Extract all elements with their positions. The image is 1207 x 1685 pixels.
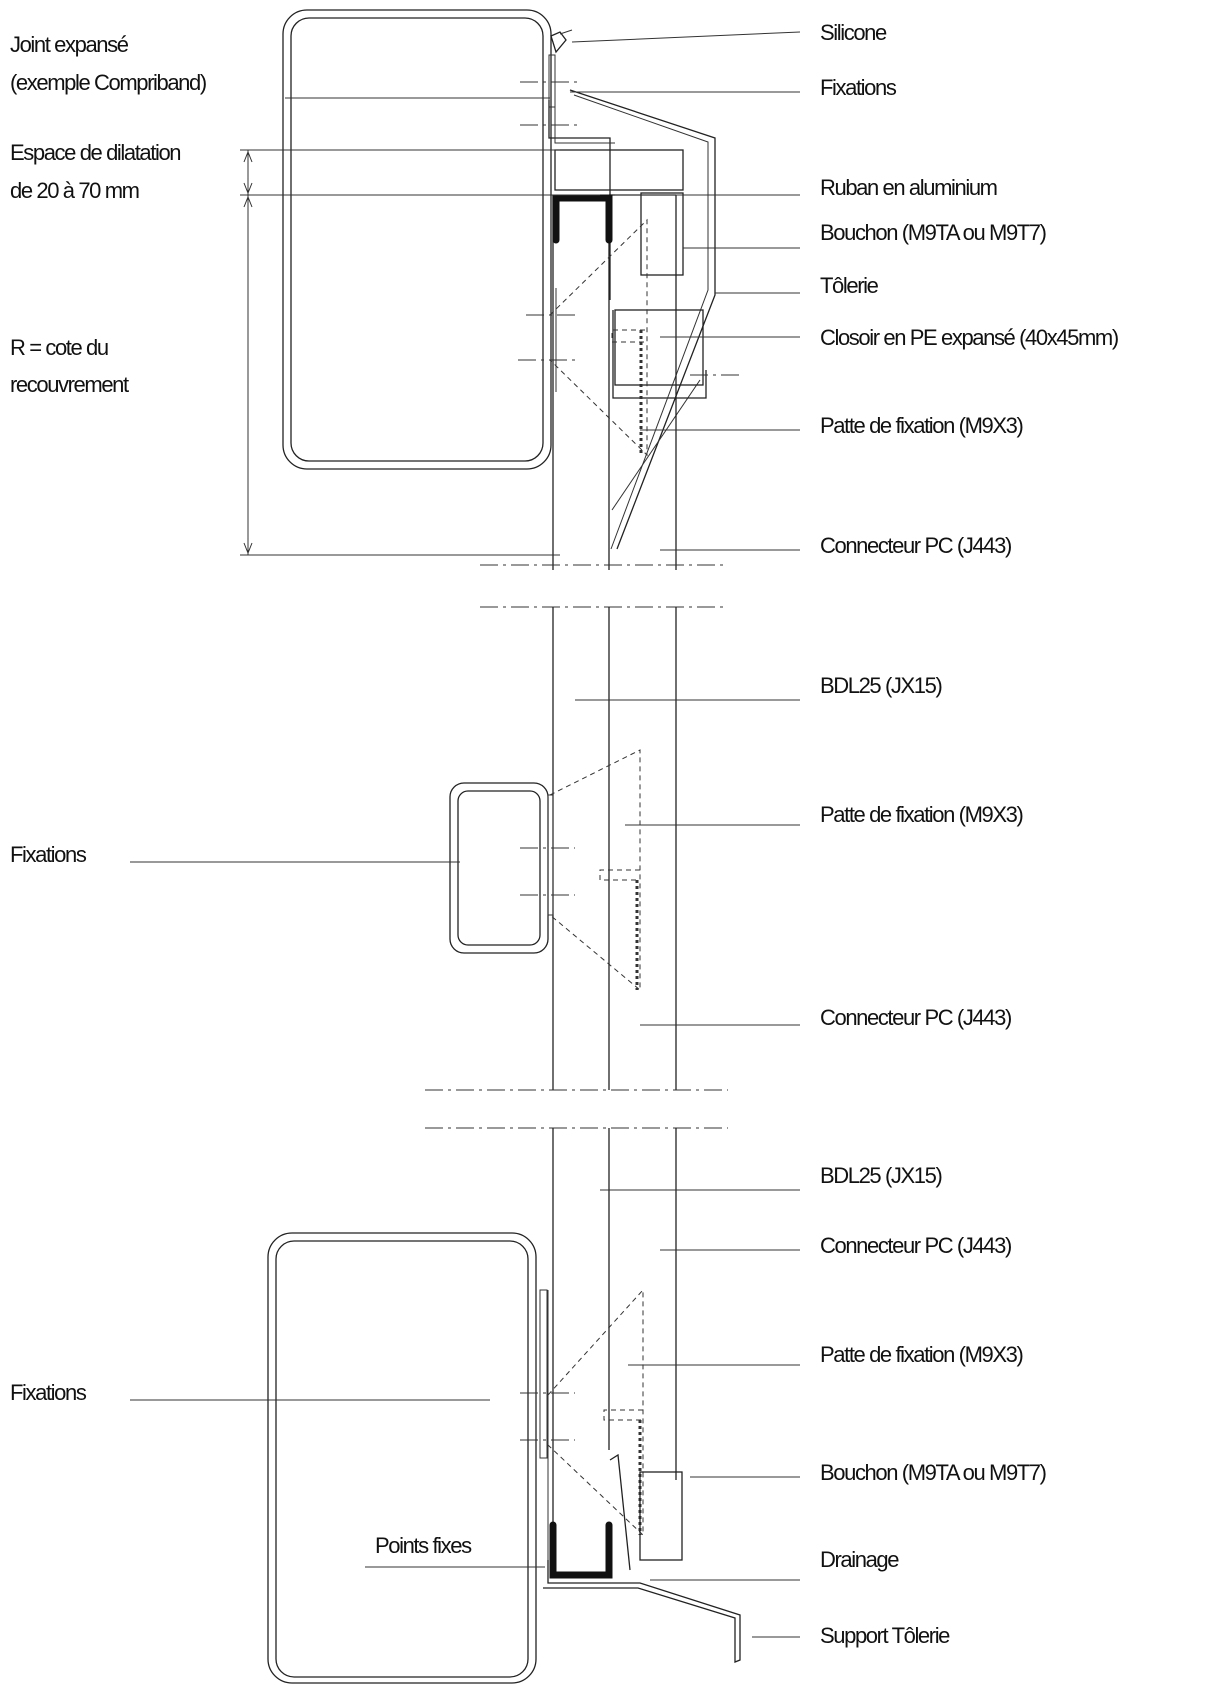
label-bdl-mid: BDL25 (JX15)	[820, 673, 941, 698]
label-r-cote: R = cote du	[10, 335, 108, 360]
upper-profile-outer	[282, 9, 552, 470]
silicone-bead	[550, 31, 567, 54]
u-channel-bottom	[549, 1521, 613, 1579]
label-closoir: Closoir en PE expansé (40x45mm)	[820, 325, 1118, 350]
top-section	[282, 9, 740, 570]
support-tolerie	[543, 1560, 741, 1663]
label-silicone: Silicone	[820, 20, 887, 45]
mid-joint-plate	[547, 794, 554, 916]
flashing-vertical-2	[554, 100, 615, 144]
patte-bottom-tab	[603, 1409, 643, 1421]
label-bouchon-top: Bouchon (M9TA ou M9T7)	[820, 220, 1046, 245]
label-connecteur-bottom: Connecteur PC (J443)	[820, 1233, 1011, 1258]
label-espace-range: de 20 à 70 mm	[10, 178, 139, 203]
label-connecteur-mid: Connecteur PC (J443)	[820, 1005, 1011, 1030]
closoir-tray	[612, 310, 707, 399]
label-drainage: Drainage	[820, 1547, 899, 1572]
patte-bottom	[547, 1288, 644, 1537]
label-patte-mid: Patte de fixation (M9X3)	[820, 802, 1022, 827]
label-fixations-top: Fixations	[820, 75, 897, 100]
label-ruban: Ruban en aluminium	[820, 175, 997, 200]
silicone-leader-stub	[559, 29, 573, 35]
label-points-fixes: Points fixes	[375, 1533, 472, 1558]
label-r-recouvrement: recouvrement	[10, 372, 129, 397]
patte-top-tab	[611, 329, 645, 343]
tolerie-sheet	[569, 89, 716, 550]
u-channel	[552, 194, 613, 244]
label-patte-top: Patte de fixation (M9X3)	[820, 413, 1022, 438]
label-patte-bottom: Patte de fixation (M9X3)	[820, 1342, 1022, 1367]
label-joint-example: (exemple Compriband)	[10, 70, 206, 95]
label-support-tolerie: Support Tôlerie	[820, 1623, 950, 1648]
label-bdl-bottom: BDL25 (JX15)	[820, 1163, 941, 1188]
labels: Joint expansé (exemple Compriband) Espac…	[10, 20, 1119, 1648]
dilatation-block	[554, 149, 684, 191]
bouchon-bottom-shape	[639, 1471, 683, 1561]
mid-profile-outer	[449, 782, 549, 954]
label-espace-dilatation: Espace de dilatation	[10, 140, 180, 165]
tolerie-lower	[611, 379, 701, 511]
mid-profile-inner	[457, 790, 541, 946]
tolerie-sheet-inner	[573, 94, 709, 550]
label-joint-expanse: Joint expansé	[10, 32, 129, 57]
bottom-section	[267, 1127, 741, 1684]
dimension-r	[240, 149, 600, 556]
label-fixations-mid: Fixations	[10, 842, 87, 867]
label-bouchon-bottom: Bouchon (M9TA ou M9T7)	[820, 1460, 1046, 1485]
label-connecteur-top: Connecteur PC (J443)	[820, 533, 1011, 558]
lower-profile-outer	[267, 1232, 537, 1684]
upper-profile-inner	[290, 17, 544, 462]
label-fixations-bottom: Fixations	[10, 1380, 87, 1405]
label-tolerie: Tôlerie	[820, 273, 879, 298]
lower-joint-strip	[539, 1289, 548, 1459]
patte-top	[549, 218, 648, 457]
closoir-foam	[614, 309, 704, 386]
patte-mid-tab	[599, 869, 640, 881]
middle-section	[425, 606, 728, 1091]
joint-strip	[548, 54, 556, 108]
drain-tolerie	[609, 1453, 631, 1571]
bouchon-top-shape	[640, 192, 684, 276]
lower-profile-inner	[275, 1240, 529, 1678]
leaders	[130, 31, 801, 1638]
